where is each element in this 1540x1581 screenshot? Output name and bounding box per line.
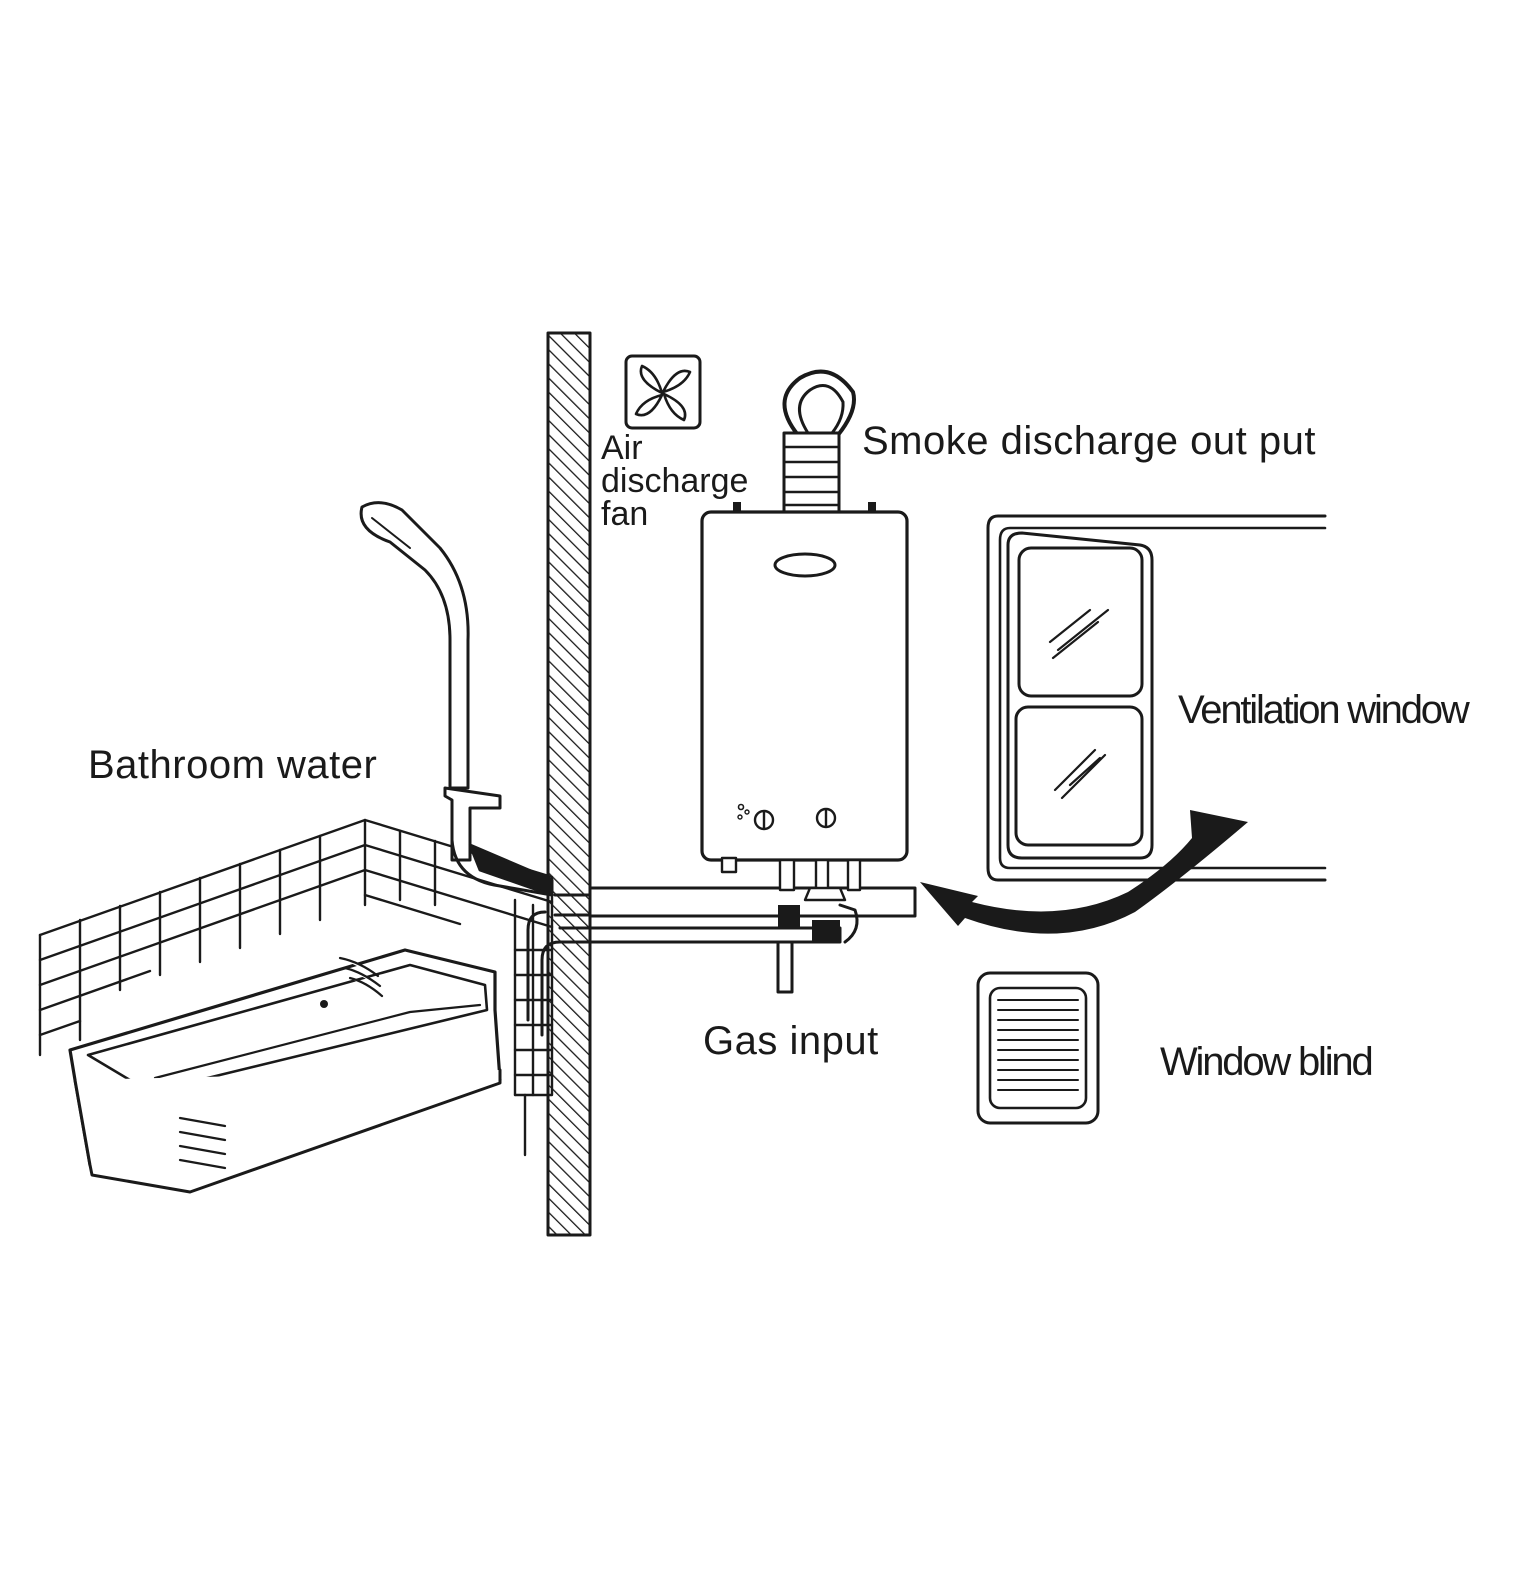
label-gas-input: Gas input	[703, 1019, 879, 1063]
label-bathroom-water: Bathroom water	[88, 743, 378, 787]
label-smoke-discharge: Smoke discharge out put	[862, 419, 1316, 463]
airflow-arrow	[920, 810, 1248, 934]
tiled-wall	[38, 818, 554, 1157]
fan-icon	[624, 354, 702, 430]
ventilation-window	[986, 514, 1327, 882]
label-window-blind: Window blind	[1160, 1040, 1374, 1084]
label-ventilation-window: Ventilation window	[1178, 688, 1470, 732]
shower-head	[359, 501, 554, 897]
water-heater	[700, 369, 909, 902]
wall-section	[546, 331, 592, 1237]
window-blind	[976, 971, 1100, 1125]
label-air-discharge-fan: Air discharge fan	[601, 429, 749, 533]
pipes	[526, 886, 917, 1037]
bathtub	[68, 948, 502, 1194]
